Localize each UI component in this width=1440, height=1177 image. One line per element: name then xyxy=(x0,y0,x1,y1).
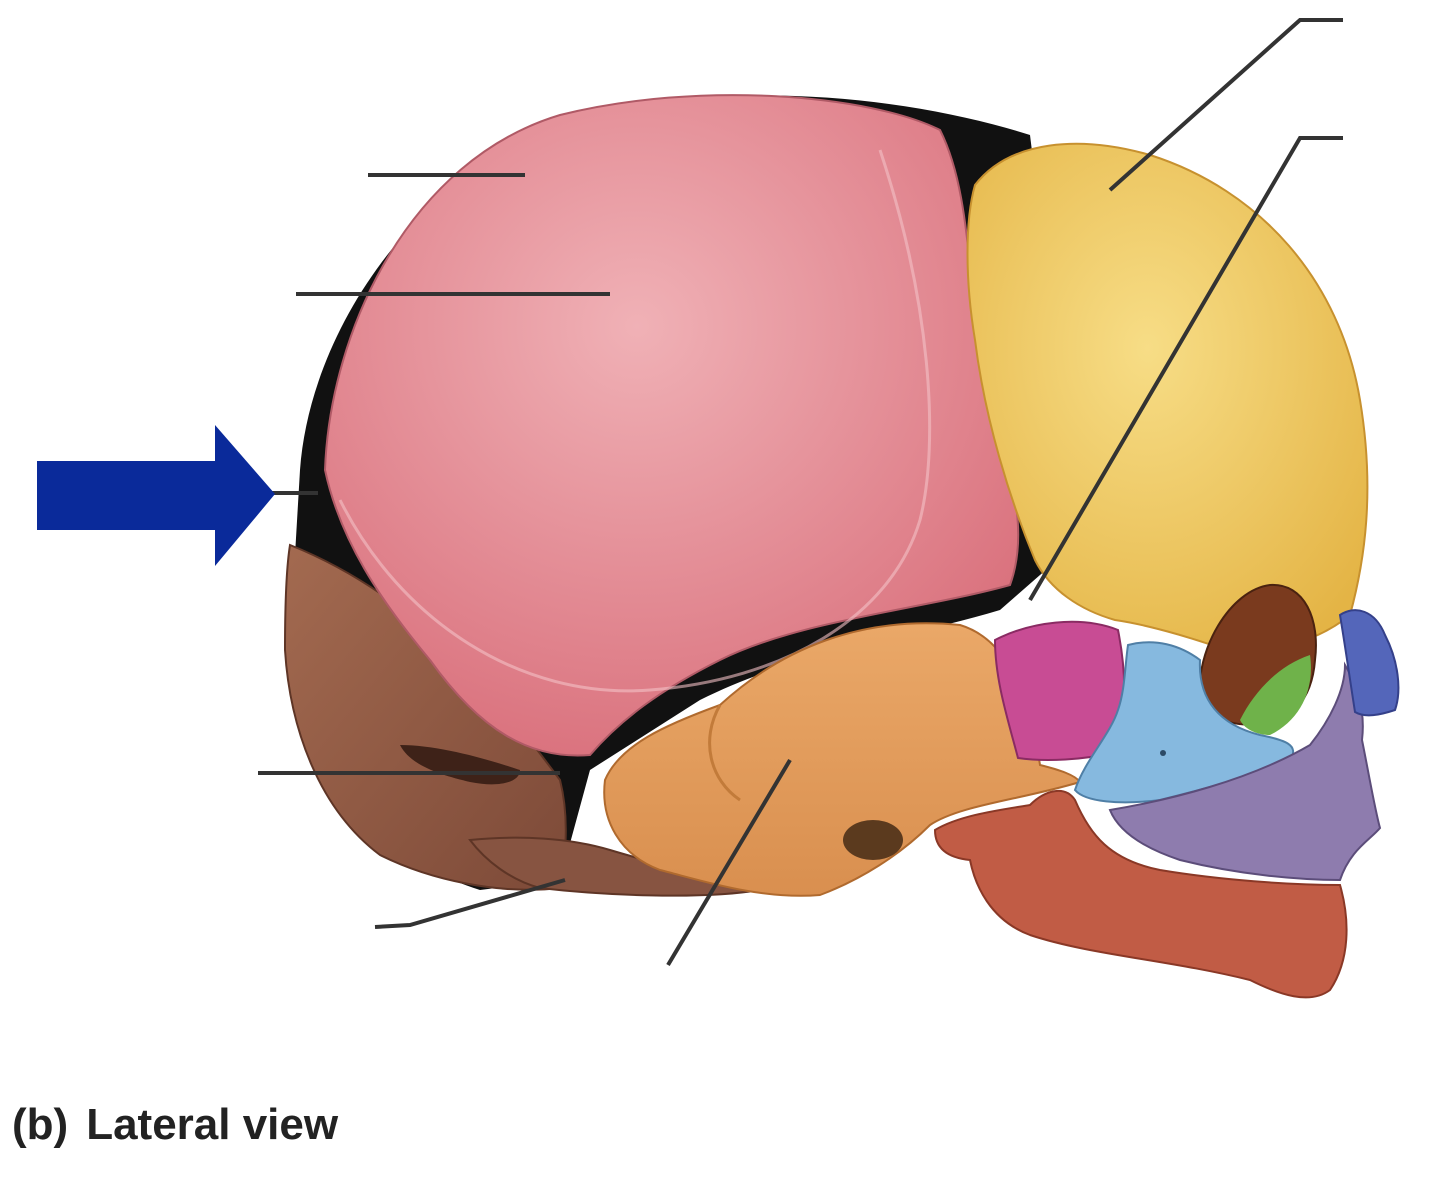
temporal-squama-ridge xyxy=(708,704,741,802)
orbit-green-segment xyxy=(1240,655,1311,735)
leader-lines xyxy=(258,18,1343,967)
caption-title: Lateral view xyxy=(86,1100,339,1149)
parietal-ossification-ring xyxy=(338,149,932,693)
external-acoustic-meatus xyxy=(843,820,903,860)
maxilla-bone xyxy=(1108,661,1382,882)
mandible xyxy=(933,790,1348,999)
nasal-bone xyxy=(1338,609,1400,717)
leader-sphenoid-fontanel-right xyxy=(1028,136,1343,602)
zygomatic-foramen xyxy=(1160,750,1166,756)
caption-part-label: (b) xyxy=(12,1100,69,1149)
parietal-bone xyxy=(323,94,1020,757)
pointer-arrow xyxy=(37,425,275,566)
leader-frontal xyxy=(1108,18,1343,192)
leader-temporal xyxy=(666,758,792,967)
figure-caption: (b) Lateral view xyxy=(12,1100,338,1150)
leader-occipital xyxy=(374,878,566,929)
